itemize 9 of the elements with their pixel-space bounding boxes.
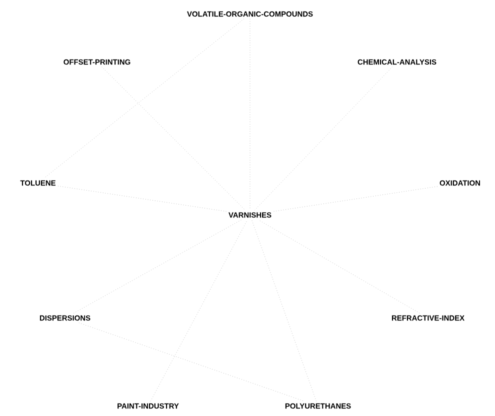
connector-line: [150, 220, 248, 402]
connector-line: [254, 66, 393, 210]
connector-line: [258, 220, 420, 314]
connector-line: [102, 66, 246, 210]
connector-line: [74, 220, 242, 314]
connector-line: [274, 186, 438, 212]
connector-line: [58, 186, 226, 212]
connector-line: [252, 220, 316, 402]
connector-line: [78, 322, 304, 402]
